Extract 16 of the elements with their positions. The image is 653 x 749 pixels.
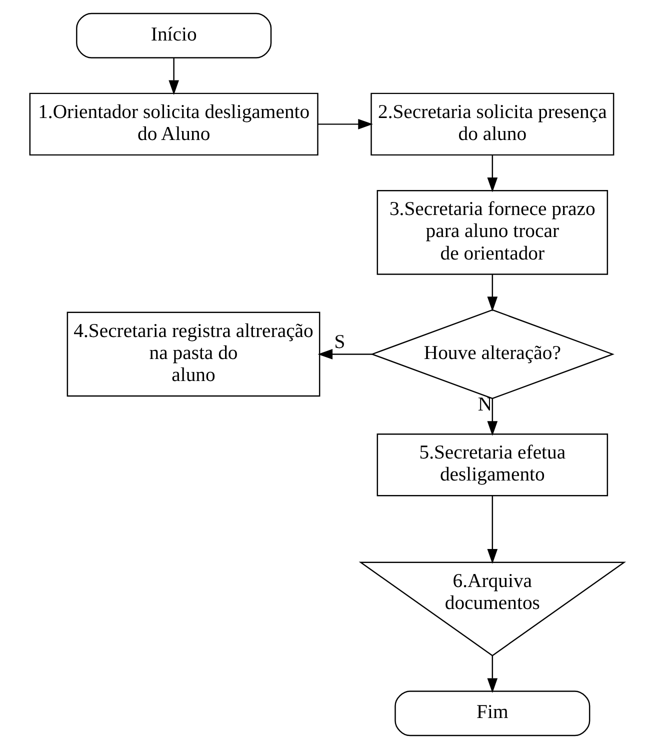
node-box: Fim bbox=[394, 690, 590, 736]
node-box: 3.Secretaria fornece prazo para aluno trocar de orientador bbox=[376, 190, 608, 275]
arrow bbox=[486, 656, 498, 693]
arrow bbox=[317, 349, 372, 360]
node-box: Início bbox=[76, 12, 272, 58]
node-box: 1.Orientador solicita desligamento do Aluno bbox=[28, 92, 318, 156]
arrow bbox=[486, 496, 498, 564]
node-box: 4.Secretaria registra altreração na pasta do aluno bbox=[66, 312, 320, 397]
arrow bbox=[168, 58, 178, 96]
arrow bbox=[486, 398, 498, 436]
arrow bbox=[486, 274, 498, 312]
node-box: 2.Secretaria solicita presença do aluno bbox=[370, 92, 614, 156]
node-box: 5.Secretaria efetua desligamento bbox=[376, 434, 608, 496]
arrow bbox=[486, 155, 498, 192]
edge-label: S bbox=[334, 330, 345, 353]
arrow bbox=[317, 119, 372, 130]
